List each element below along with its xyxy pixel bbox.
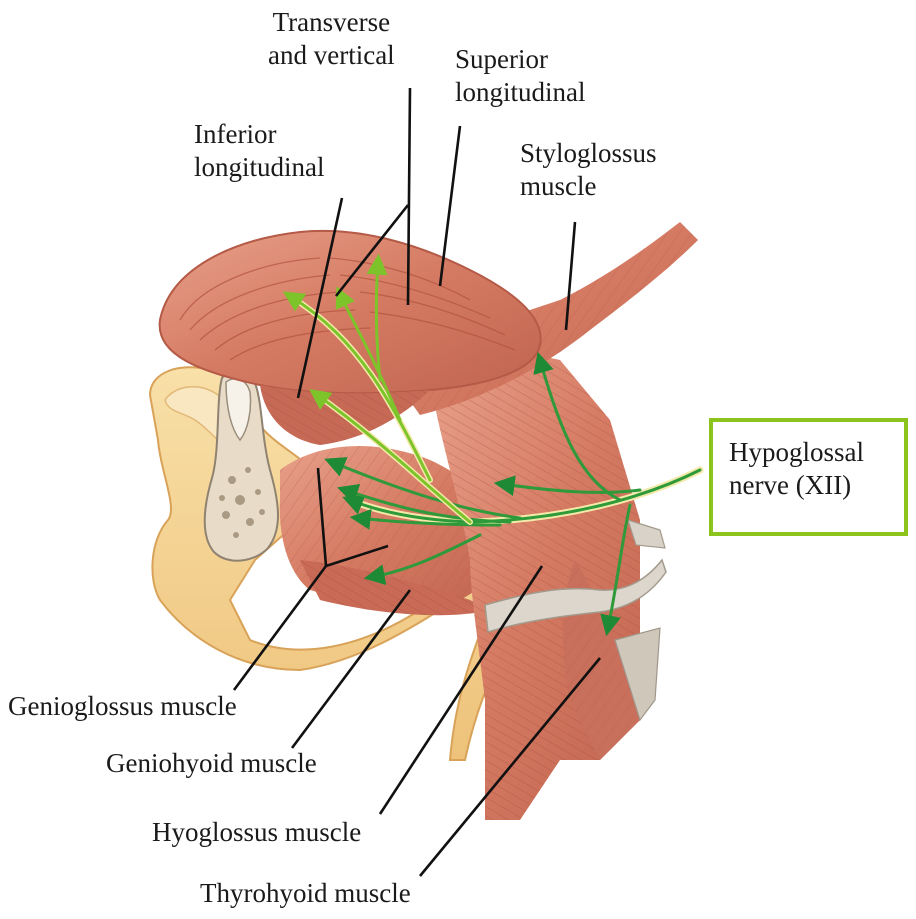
label-hypoglossal-nerve: Hypoglossal nerve (XII) xyxy=(729,436,864,502)
hypoglossal-nerve-callout: Hypoglossal nerve (XII) xyxy=(709,418,908,536)
label-geniohyoid-muscle: Geniohyoid muscle xyxy=(106,747,317,780)
label-thyrohyoid-muscle: Thyrohyoid muscle xyxy=(200,877,411,910)
label-hyoglossus-muscle: Hyoglossus muscle xyxy=(152,816,361,849)
label-superior-longitudinal: Superior longitudinal xyxy=(455,43,586,109)
label-inferior-longitudinal: Inferior longitudinal xyxy=(194,118,325,184)
label-transverse-vertical: Transverse and vertical xyxy=(268,6,395,72)
label-styloglossus-muscle: Styloglossus muscle xyxy=(520,137,657,203)
label-genioglossus-muscle: Genioglossus muscle xyxy=(8,690,237,723)
